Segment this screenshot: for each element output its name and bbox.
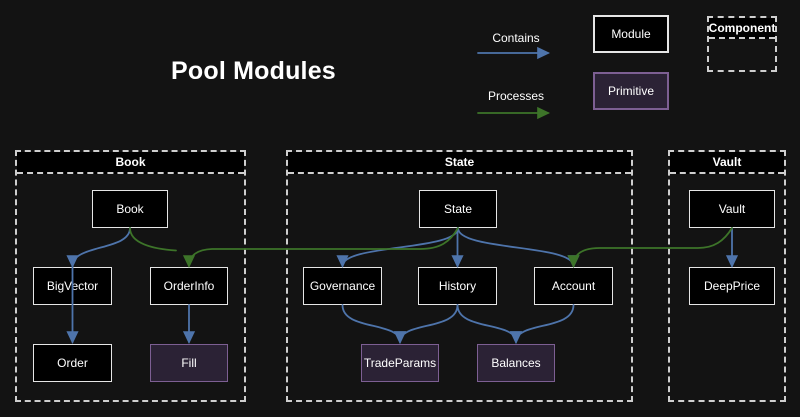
legend-component-box: Component [707, 16, 777, 72]
container-vault: Vault [668, 150, 786, 402]
legend-module-box: Module [593, 15, 669, 53]
node-tradeparams: TradeParams [361, 344, 439, 382]
legend-processes-label: Processes [487, 89, 545, 103]
container-vault-header: Vault [670, 152, 784, 174]
container-state: State [286, 150, 633, 402]
node-account: Account [534, 267, 613, 305]
legend-module-label: Module [611, 27, 651, 41]
container-book-header: Book [17, 152, 244, 174]
container-book: Book [15, 150, 246, 402]
node-history: History [418, 267, 497, 305]
legend-contains-label: Contains [492, 31, 540, 45]
page-title: Pool Modules [171, 57, 336, 85]
legend-primitive-label: Primitive [607, 84, 654, 98]
node-bigvector: BigVector [33, 267, 112, 305]
node-balances: Balances [477, 344, 555, 382]
legend-primitive-box: Primitive [593, 72, 669, 110]
node-book: Book [92, 190, 168, 228]
node-fill: Fill [150, 344, 228, 382]
node-state: State [419, 190, 497, 228]
node-deepprice: DeepPrice [689, 267, 775, 305]
node-orderinfo: OrderInfo [150, 267, 228, 305]
node-order: Order [33, 344, 112, 382]
container-state-header: State [288, 152, 631, 174]
legend-component-label: Component [709, 18, 775, 39]
node-governance: Governance [303, 267, 382, 305]
node-vault: Vault [689, 190, 775, 228]
